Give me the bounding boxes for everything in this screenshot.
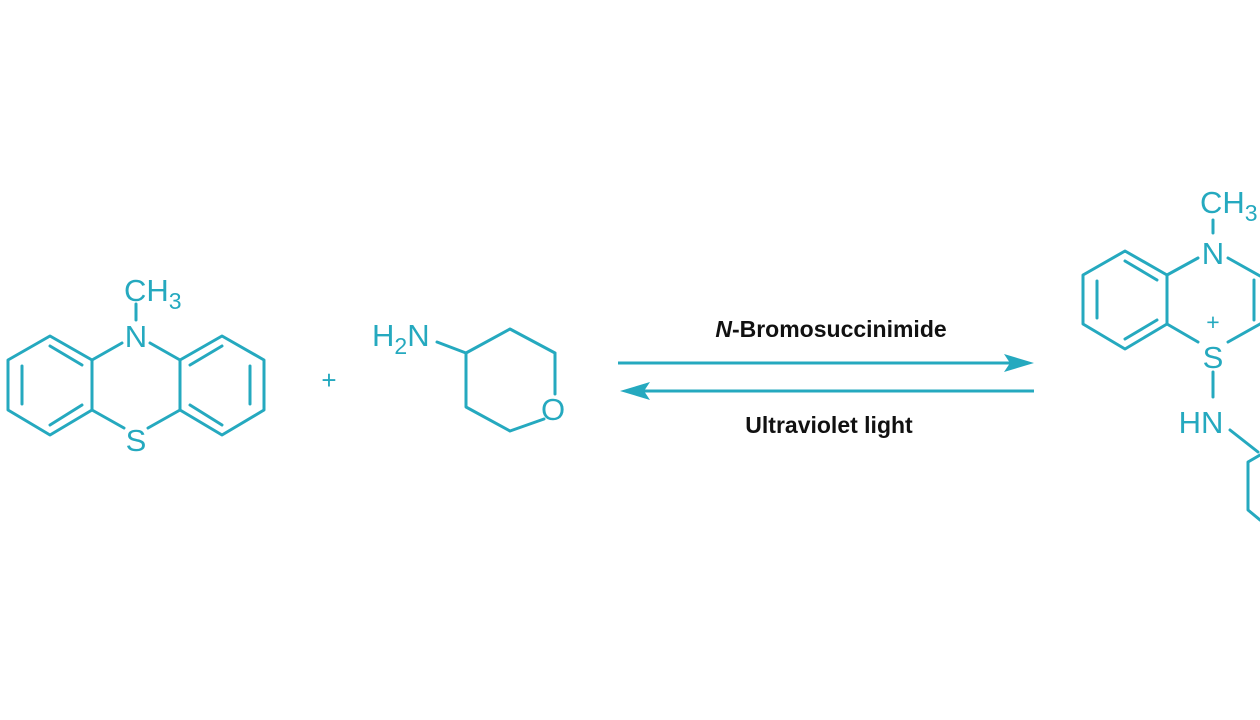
forward-condition-label: N-Bromosuccinimide — [715, 316, 946, 342]
reactant-phenothiazine: N S CH3 — [6, 273, 266, 458]
sulfonium-charge-label: + — [1206, 309, 1219, 335]
equilibrium-arrows: N-Bromosuccinimide Ultraviolet light — [618, 316, 1034, 438]
reverse-arrowhead — [620, 382, 650, 400]
reactant1-sulfur-label: S — [126, 423, 147, 458]
reverse-condition-label: Ultraviolet light — [745, 412, 913, 438]
product-methyl-label: CH3 — [1200, 185, 1258, 226]
reactant1-methyl-label: CH3 — [124, 273, 182, 314]
left-benzene-inner-bonds — [20, 344, 84, 427]
hn-substituent-bonds — [1228, 428, 1260, 522]
product-central-ring-bonds — [1165, 218, 1260, 344]
forward-arrowhead — [1004, 354, 1034, 372]
product-nitrogen-label: N — [1202, 236, 1224, 271]
reactant-aminotetrahydropyran: H2N O — [372, 318, 565, 433]
right-benzene-inner-bonds — [188, 344, 252, 427]
plus-sign: + — [321, 365, 336, 395]
central-ring-bonds — [90, 302, 182, 430]
reactant1-nitrogen-label: N — [125, 319, 147, 354]
product-sulfur-label: S — [1203, 340, 1224, 375]
oxygen-label: O — [541, 392, 565, 427]
product-benzene-inner-bonds — [1095, 259, 1159, 341]
product-sulfilimine: CH3 N + S HN — [1081, 185, 1260, 522]
amine-label: H2N — [372, 318, 430, 359]
amine-bond — [435, 340, 468, 355]
oxane-ring — [464, 327, 557, 433]
product-nh-label: HN — [1179, 405, 1224, 440]
